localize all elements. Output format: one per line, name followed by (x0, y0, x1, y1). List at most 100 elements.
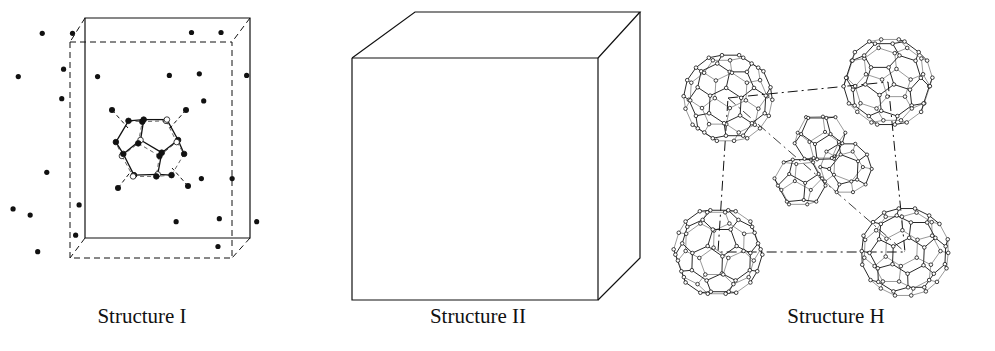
cage-edge (853, 90, 855, 106)
cage-edge (138, 143, 159, 156)
cage-vertex (696, 86, 700, 90)
cage-edge (886, 230, 902, 238)
cage-vertex (905, 46, 909, 50)
cage-vertex (815, 158, 818, 161)
cage-vertex (761, 253, 765, 257)
cage-edge (730, 100, 746, 108)
cage-vertex (893, 294, 897, 298)
water-oxygen (10, 206, 15, 211)
water-oxygen (217, 216, 222, 221)
structure-two-figure (346, 12, 640, 300)
cage-edge (709, 96, 710, 114)
cage-edge (924, 274, 934, 288)
cage-edge (699, 258, 705, 275)
cage-vertex (850, 180, 853, 183)
structure-label-box: Structure H (787, 304, 884, 329)
cage-vertex (873, 42, 877, 46)
cage-vertex (854, 142, 857, 145)
cage-vertex (915, 256, 919, 260)
water-oxygen (16, 74, 21, 79)
cage-vertex (927, 214, 931, 218)
cage-vertex (862, 54, 866, 58)
water-oxygen (77, 202, 82, 207)
cage-vertex (742, 232, 746, 236)
cage-edge (789, 204, 807, 205)
cage-edge (893, 238, 909, 246)
cage-edge (708, 229, 713, 246)
cage-edge (924, 86, 930, 103)
cage-edge (932, 236, 940, 251)
water-oxygen (197, 71, 202, 76)
unit-cell-diagonal (728, 98, 905, 252)
cage-edge (789, 174, 805, 183)
cage-vertex (895, 214, 899, 218)
cage-vertex (696, 127, 700, 131)
cage-vertex (159, 150, 165, 156)
cage-vertex (800, 132, 803, 135)
unit-cell-edge (70, 238, 85, 258)
cage-vertex (715, 62, 719, 66)
cage-vertex (691, 251, 695, 255)
cage-edge (905, 42, 919, 53)
water-oxygen (244, 73, 249, 78)
cage-vertex (851, 88, 855, 92)
cage-edge (862, 236, 864, 251)
cage-edge (728, 251, 743, 258)
cage-edge (887, 96, 905, 97)
cage-vertex (121, 151, 127, 157)
cage-vertex (879, 109, 883, 113)
cage-edge (815, 134, 831, 144)
cage-vertex (869, 66, 873, 70)
cage-edge (896, 69, 910, 80)
cage-vertex (927, 85, 931, 89)
cage-vertex (776, 184, 779, 187)
cage-edge (907, 48, 921, 59)
cage-edge (731, 229, 737, 246)
cage-vertex (752, 259, 756, 263)
cage-vertex (886, 95, 890, 99)
cage-vertex (925, 59, 929, 63)
cage-vertex (181, 151, 187, 157)
cage-vertex (922, 286, 926, 290)
cage-edge (837, 192, 853, 193)
water-oxygen (183, 107, 189, 113)
unit-cell-edge (232, 238, 250, 258)
cage-edge (746, 100, 758, 108)
cage-edge (698, 128, 713, 138)
cage-vertex (793, 142, 796, 145)
cage-vertex (791, 158, 794, 161)
cage-vertex (870, 121, 874, 125)
cage-edge (123, 154, 134, 175)
cage-edge (811, 178, 822, 190)
cage-edge (908, 265, 924, 273)
cage-edge (881, 288, 895, 295)
cage-edge (755, 109, 759, 125)
cage-vertex (696, 282, 700, 286)
cage-vertex (808, 140, 811, 143)
cage-vertex (782, 161, 785, 164)
cage-edge (892, 264, 907, 274)
cage-edge (687, 68, 696, 80)
cage-vertex (722, 121, 726, 125)
cage-vertex (874, 228, 878, 232)
cage-edge (781, 190, 789, 204)
cage-edge (918, 236, 933, 240)
cage-vertex (721, 273, 725, 277)
cage-vertex (929, 263, 933, 267)
cage-vertex (804, 181, 807, 184)
cage-vertex (919, 76, 923, 80)
cage-vertex (914, 59, 918, 63)
cage-edge (702, 98, 715, 108)
cage-edge (811, 160, 819, 174)
cage-vertex (737, 218, 741, 222)
cage-edge (749, 253, 751, 270)
cage-vertex (876, 266, 880, 270)
cage-edge (691, 73, 704, 83)
unit-cell-edge (232, 18, 250, 42)
cage-vertex (727, 290, 731, 294)
water-oxygen (44, 170, 49, 175)
cage-vertex (750, 62, 754, 66)
cage-edge (789, 160, 793, 174)
cage-edge (834, 143, 842, 159)
cage-vertex (164, 117, 170, 123)
